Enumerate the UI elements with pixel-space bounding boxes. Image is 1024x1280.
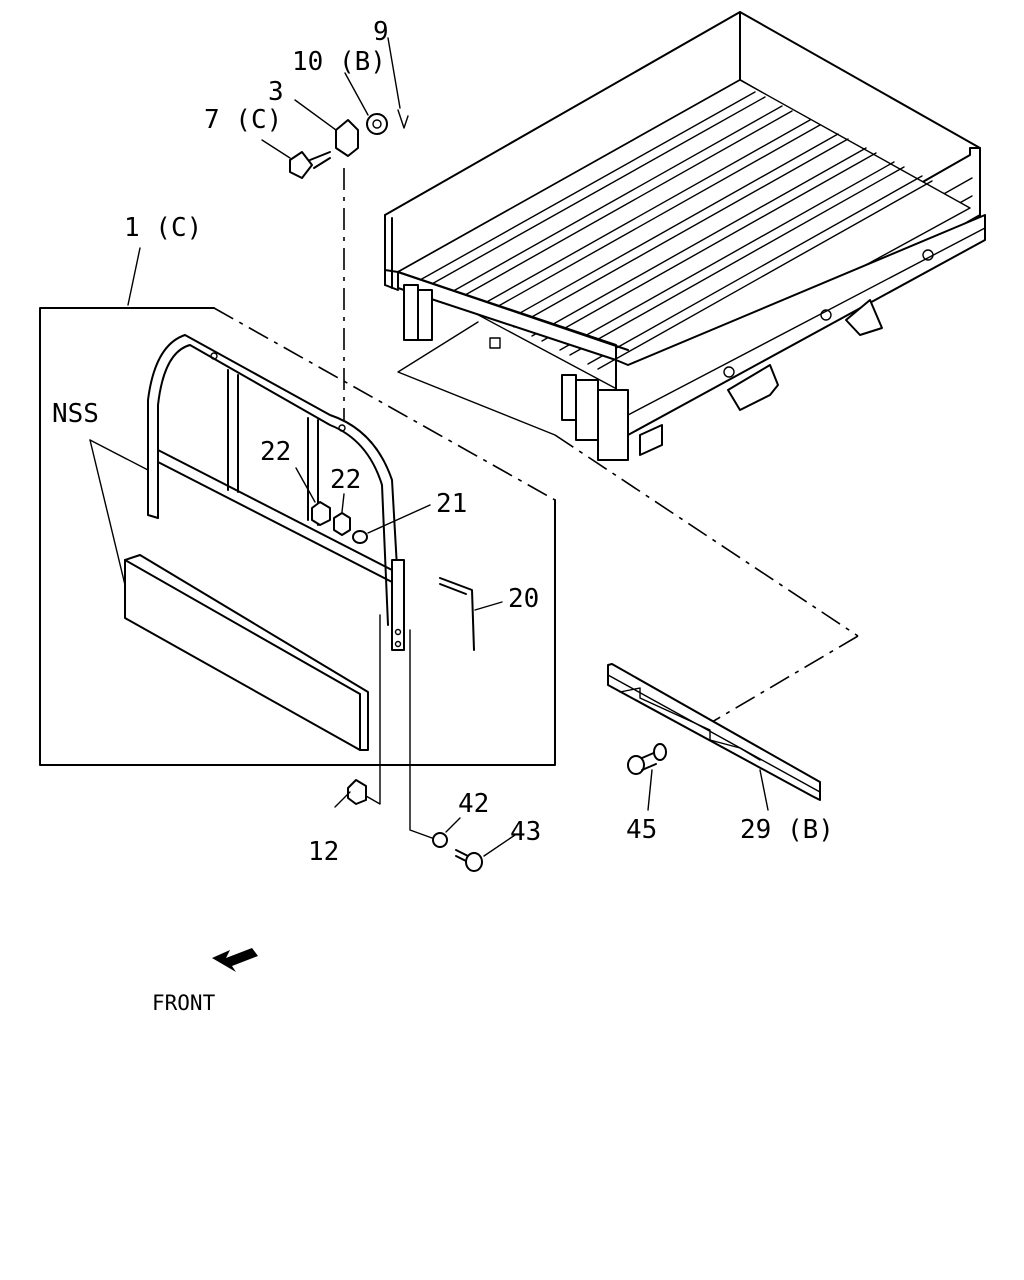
label-front: FRONT xyxy=(152,991,216,1015)
label-part-45: 45 xyxy=(626,815,657,845)
label-nss: NSS xyxy=(52,399,99,429)
assembly-box xyxy=(39,307,556,766)
label-part-20: 20 xyxy=(508,584,539,614)
label-part-9: 9 xyxy=(373,17,389,47)
truck-bed xyxy=(384,11,986,461)
mud-flap-plate xyxy=(607,663,821,801)
label-part-42: 42 xyxy=(458,789,489,819)
label-part-10b: 10 (B) xyxy=(292,47,386,77)
label-part-21: 21 xyxy=(436,489,467,519)
leader-lines xyxy=(213,168,859,723)
label-part-12: 12 xyxy=(308,837,339,867)
label-part-43: 43 xyxy=(510,817,541,847)
label-part-3: 3 xyxy=(268,77,284,107)
headboard-frame xyxy=(147,334,405,651)
label-leaders xyxy=(89,37,769,857)
label-part-22b: 22 xyxy=(330,465,361,495)
label-part-29b: 29 (B) xyxy=(740,815,834,845)
label-part-22a: 22 xyxy=(260,437,291,467)
hardware xyxy=(289,109,667,872)
nss-board xyxy=(124,554,369,751)
front-arrow-icon xyxy=(212,948,258,972)
label-part-1c: 1 (C) xyxy=(124,213,202,243)
label-part-7c: 7 (C) xyxy=(204,105,282,135)
